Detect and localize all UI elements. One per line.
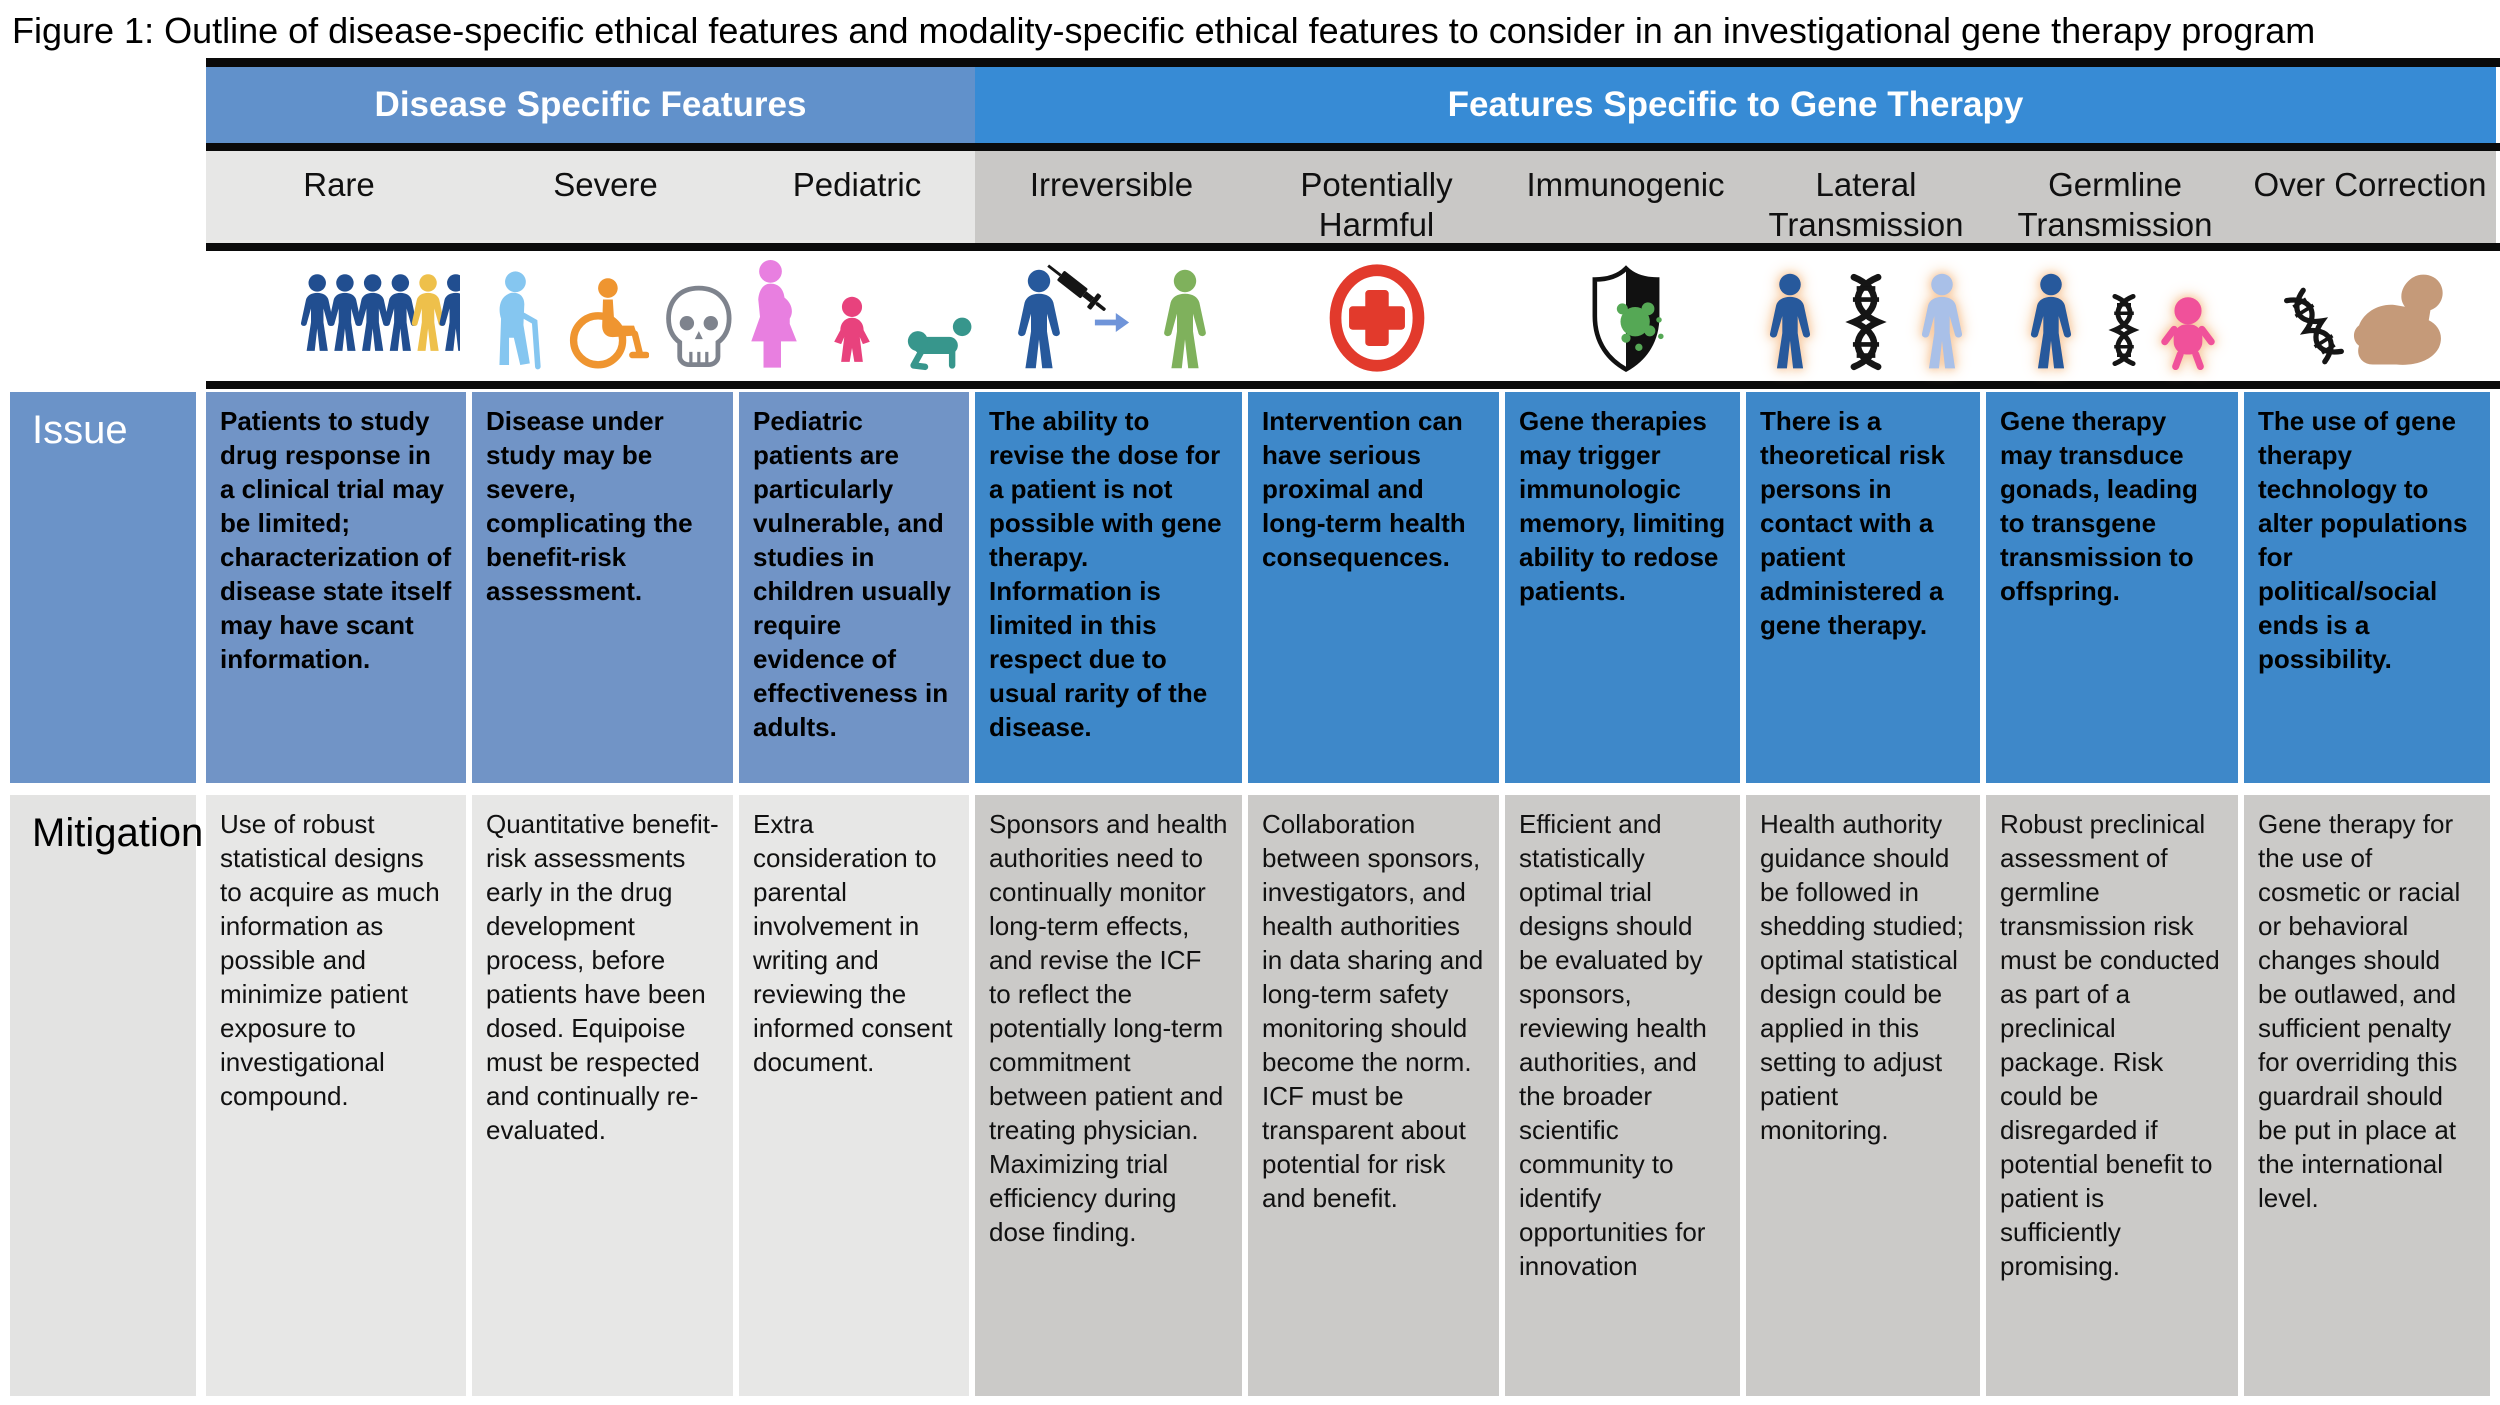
issue-pediatric: Pediatric patients are particularly vuln… <box>739 392 975 783</box>
disease-specific-banner: Disease Specific Features <box>206 67 975 143</box>
column-header-lateral-transmission: Lateral Transmission <box>1746 151 1986 243</box>
pregnant-woman-icon <box>751 260 797 368</box>
red-cross-emblem-icon <box>1248 251 1505 381</box>
syringe-icon <box>1047 264 1106 311</box>
issue-potentially-harmful: Intervention can have serious proximal a… <box>1248 392 1505 783</box>
issue-immunogenic: Gene therapies may trigger immunologic m… <box>1505 392 1746 783</box>
elderly-wheelchair-skull-icon <box>472 251 739 381</box>
flexed-bicep-icon <box>2353 274 2443 365</box>
issue-irreversible: The ability to revise the dose for a pat… <box>975 392 1248 783</box>
column-header-row: Rare Severe Pediatric Irreversible Poten… <box>206 151 2500 251</box>
mitigation-row: Mitigation Use of robust statistical des… <box>10 795 2500 1396</box>
dna-muscle-overcorrection-icon <box>2244 251 2496 381</box>
arrow-right-icon <box>1094 313 1129 332</box>
crawling-baby-icon <box>907 317 972 371</box>
pregnant-toddler-infant-icon <box>739 251 975 381</box>
column-header-rare: Rare <box>206 151 472 243</box>
rare-patient-population-icon <box>206 251 472 381</box>
contact-person-icon <box>1902 273 1982 373</box>
column-header-germline-transmission: Germline Transmission <box>1986 151 2244 243</box>
irreversible-dosing-icon <box>975 251 1248 381</box>
mitigation-germline-transmission: Robust preclinical assessment of germlin… <box>1986 795 2244 1396</box>
lateral-transmission-icon <box>1746 251 1986 381</box>
figure-caption: Figure 1: Outline of disease-specific et… <box>12 10 2316 51</box>
treated-person-icon <box>1750 273 1830 373</box>
mitigation-rare: Use of robust statistical designs to acq… <box>206 795 472 1396</box>
column-header-immunogenic: Immunogenic <box>1505 151 1746 243</box>
column-header-over-correction: Over Correction <box>2244 151 2496 243</box>
dna-icon <box>2103 293 2145 367</box>
mitigation-pediatric: Extra consideration to parental involvem… <box>739 795 975 1396</box>
treated-patient-icon <box>1143 269 1227 373</box>
group-banner-row: Disease Specific Features Features Speci… <box>206 58 2500 151</box>
toddler-icon <box>834 296 870 362</box>
gene-therapy-banner: Features Specific to Gene Therapy <box>975 67 2496 143</box>
elderly-person-icon <box>499 271 541 370</box>
mitigation-immunogenic: Efficient and statistically optimal tria… <box>1505 795 1746 1396</box>
column-header-irreversible: Irreversible <box>975 151 1248 243</box>
skull-icon <box>666 285 732 368</box>
baby-icon <box>2157 295 2219 373</box>
mitigation-severe: Quantitative benefit-risk assessments ea… <box>472 795 739 1396</box>
dna-icon <box>1838 273 1894 371</box>
column-header-potentially-harmful: Potentially Harmful <box>1248 151 1505 243</box>
immune-shield-icon <box>1505 251 1746 381</box>
column-header-pediatric: Pediatric <box>739 151 975 243</box>
mitigation-irreversible: Sponsors and health authorities need to … <box>975 795 1248 1396</box>
mitigation-potentially-harmful: Collaboration between sponsors, investig… <box>1248 795 1505 1396</box>
issue-rare: Patients to study drug response in a cli… <box>206 392 472 783</box>
issue-lateral-transmission: There is a theoretical risk persons in c… <box>1746 392 1986 783</box>
issue-germline-transmission: Gene therapy may transduce gonads, leadi… <box>1986 392 2244 783</box>
issue-over-correction: The use of gene therapy technology to al… <box>2244 392 2496 783</box>
mitigation-lateral-transmission: Health authority guidance should be foll… <box>1746 795 1986 1396</box>
germline-transmission-icon <box>1986 251 2244 381</box>
issue-row-label: Issue <box>10 392 206 783</box>
mitigation-row-label: Mitigation <box>10 795 206 1396</box>
issue-row: Issue Patients to study drug response in… <box>10 392 2500 783</box>
column-header-severe: Severe <box>472 151 739 243</box>
wheelchair-icon <box>569 278 650 369</box>
issue-severe: Disease under study may be severe, compl… <box>472 392 739 783</box>
icon-row <box>206 251 2500 389</box>
mitigation-over-correction: Gene therapy for the use of cosmetic or … <box>2244 795 2496 1396</box>
treated-person-icon <box>2011 273 2091 373</box>
